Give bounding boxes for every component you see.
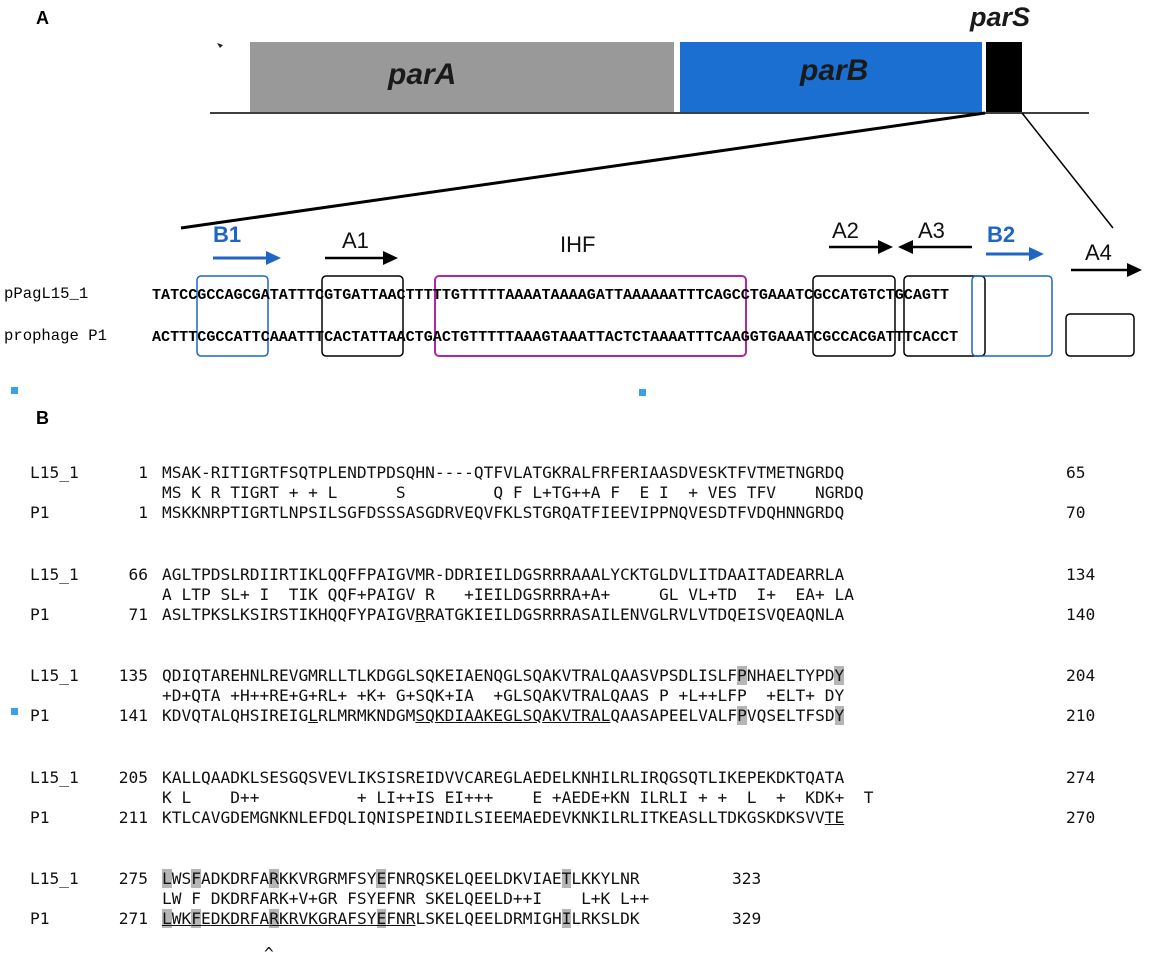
seq-name-ppagl15: pPagL15_1 [4, 285, 89, 303]
aln-query-start: 1 [138, 463, 148, 482]
panel-a-graphic [180, 42, 1142, 357]
site-a1-label: A1 [342, 228, 369, 253]
aln-subject-start: 271 [118, 909, 148, 928]
site-ihf-label: IHF [560, 232, 596, 257]
marker-dot [11, 708, 18, 715]
aln-subject-name: P1 [30, 808, 50, 827]
zoom-line-right [1021, 112, 1114, 229]
aln-subject-name: P1 [30, 605, 50, 624]
a1-arrow [325, 251, 398, 265]
par-s-box [986, 42, 1022, 112]
cursor-mark [217, 43, 223, 48]
marker-dot [639, 389, 646, 396]
aln-query-start: 205 [118, 768, 148, 787]
a4-box [1065, 313, 1135, 357]
aln-subject-seq: KDVQTALQHSIREIGLRLMRMKNDGMSQKDIAAKEGLSQA… [162, 706, 845, 725]
aln-midline: +D+QTA +H++RE+G+RL+ +K+ G+SQK+IA +GLSQAK… [162, 686, 845, 705]
seq-name-prophage-p1: prophage P1 [4, 327, 107, 345]
aln-subject-end: 140 [1066, 605, 1096, 624]
site-a3-label: A3 [918, 218, 945, 243]
a3-box [903, 275, 986, 357]
a2-arrow [829, 240, 893, 254]
aln-query-seq: AGLTPDSLRDIIRTIKLQQFFPAIGVMR-DDRIEILDGSR… [162, 565, 845, 584]
aln-subject-seq: KTLCAVGDEMGNKNLEFDQLIQNISPEINDILSIEEMAED… [162, 808, 845, 827]
b1-arrow [213, 251, 281, 265]
aln-query-end: 204 [1066, 666, 1096, 685]
caret-mark: ^ [264, 944, 274, 963]
marker-dot [11, 387, 18, 394]
b1-box [196, 275, 269, 357]
panel-b-label: B [36, 408, 49, 428]
a2-box [812, 275, 896, 357]
aln-query-start: 275 [118, 869, 148, 888]
site-a4-label: A4 [1085, 240, 1112, 265]
gene-par-b-box [680, 42, 982, 112]
gene-par-a-label: parA [388, 58, 457, 91]
aln-query-seq: QDIQTAREHNLREVGMRLLTLKDGGLSQKEIAENQGLSQA… [162, 666, 845, 685]
aln-query-seq: MSAK-RITIGRTFSQTPLENDTPDSQHN----QTFVLATG… [162, 463, 845, 482]
a3-arrow [898, 240, 972, 254]
aln-subject-seq: LWKFEDKDRFARKRVKGRAFSYEFNRLSKELQEELDRMIG… [162, 909, 640, 928]
aln-midline: MS K R TIGRT + + L S Q F L+TG++A F E I +… [162, 483, 864, 502]
aln-query-seq: KALLQAADKLSESGQSVEVLIKSISREIDVVCAREGLAED… [162, 768, 845, 787]
aln-subject-end: 270 [1066, 808, 1096, 827]
aln-query-end: 323 [732, 869, 762, 888]
aln-query-seq: LWSFADKDRFARKKVRGRMFSYEFNRQSKELQEELDKVIA… [162, 869, 640, 888]
a4-arrow [1071, 263, 1142, 277]
aln-query-name: L15_1 [30, 666, 79, 685]
a1-box [321, 275, 404, 357]
aln-subject-end: 70 [1066, 503, 1086, 522]
site-a2-label: A2 [832, 218, 859, 243]
aln-query-end: 274 [1066, 768, 1096, 787]
panel-a-label: A [36, 8, 49, 28]
aln-query-name: L15_1 [30, 565, 79, 584]
sequence-ppagl15: TATCCGCCAGCGATATTTCGTGATTAACTTTTTGTTTTTA… [152, 286, 950, 304]
aln-query-end: 65 [1066, 463, 1086, 482]
aln-subject-name: P1 [30, 909, 50, 928]
aln-subject-start: 211 [118, 808, 148, 827]
aln-subject-end: 210 [1066, 706, 1096, 725]
zoom-line-left [180, 111, 986, 230]
aln-subject-name: P1 [30, 706, 50, 725]
b2-box [971, 275, 1053, 357]
par-s-label: parS [970, 2, 1031, 32]
aln-query-start: 66 [128, 565, 149, 584]
gene-par-b-label: parB [800, 54, 869, 87]
aln-subject-start: 71 [128, 605, 149, 624]
aln-midline: K L D++ + LI++IS EI+++ E +AEDE+KN ILRLI … [162, 788, 874, 807]
b2-arrow [986, 247, 1044, 261]
aln-query-name: L15_1 [30, 768, 79, 787]
aln-query-name: L15_1 [30, 869, 79, 888]
aln-subject-seq: MSKKNRPTIGRTLNPSILSGFDSSSASGDRVEQVFKLSTG… [162, 503, 845, 522]
aln-query-name: L15_1 [30, 463, 79, 482]
site-b1-label: B1 [213, 222, 242, 247]
aln-subject-start: 141 [118, 706, 148, 725]
aln-subject-start: 1 [138, 503, 148, 522]
aln-subject-name: P1 [30, 503, 50, 522]
aln-query-end: 134 [1066, 565, 1096, 584]
aln-midline: LW F DKDRFARK+V+GR FSYEFNR SKELQEELD++I … [162, 889, 650, 908]
aln-midline: A LTP SL+ I TIK QQF+PAIGV R +IEILDGSRRRA… [162, 585, 854, 604]
aln-subject-seq: ASLTPKSLKSIRSTIKHQQFYPAIGVRRATGKIEILDGSR… [162, 605, 845, 624]
site-b2-label: B2 [987, 222, 1016, 247]
ihf-box [434, 275, 747, 357]
gene-par-a-box [250, 42, 674, 112]
aln-query-start: 135 [118, 666, 148, 685]
sequence-prophage-p1: ACTTTCGCCATTCAAATTTCACTATTAACTGACTGTTTTT… [152, 328, 959, 346]
aln-subject-end: 329 [732, 909, 762, 928]
